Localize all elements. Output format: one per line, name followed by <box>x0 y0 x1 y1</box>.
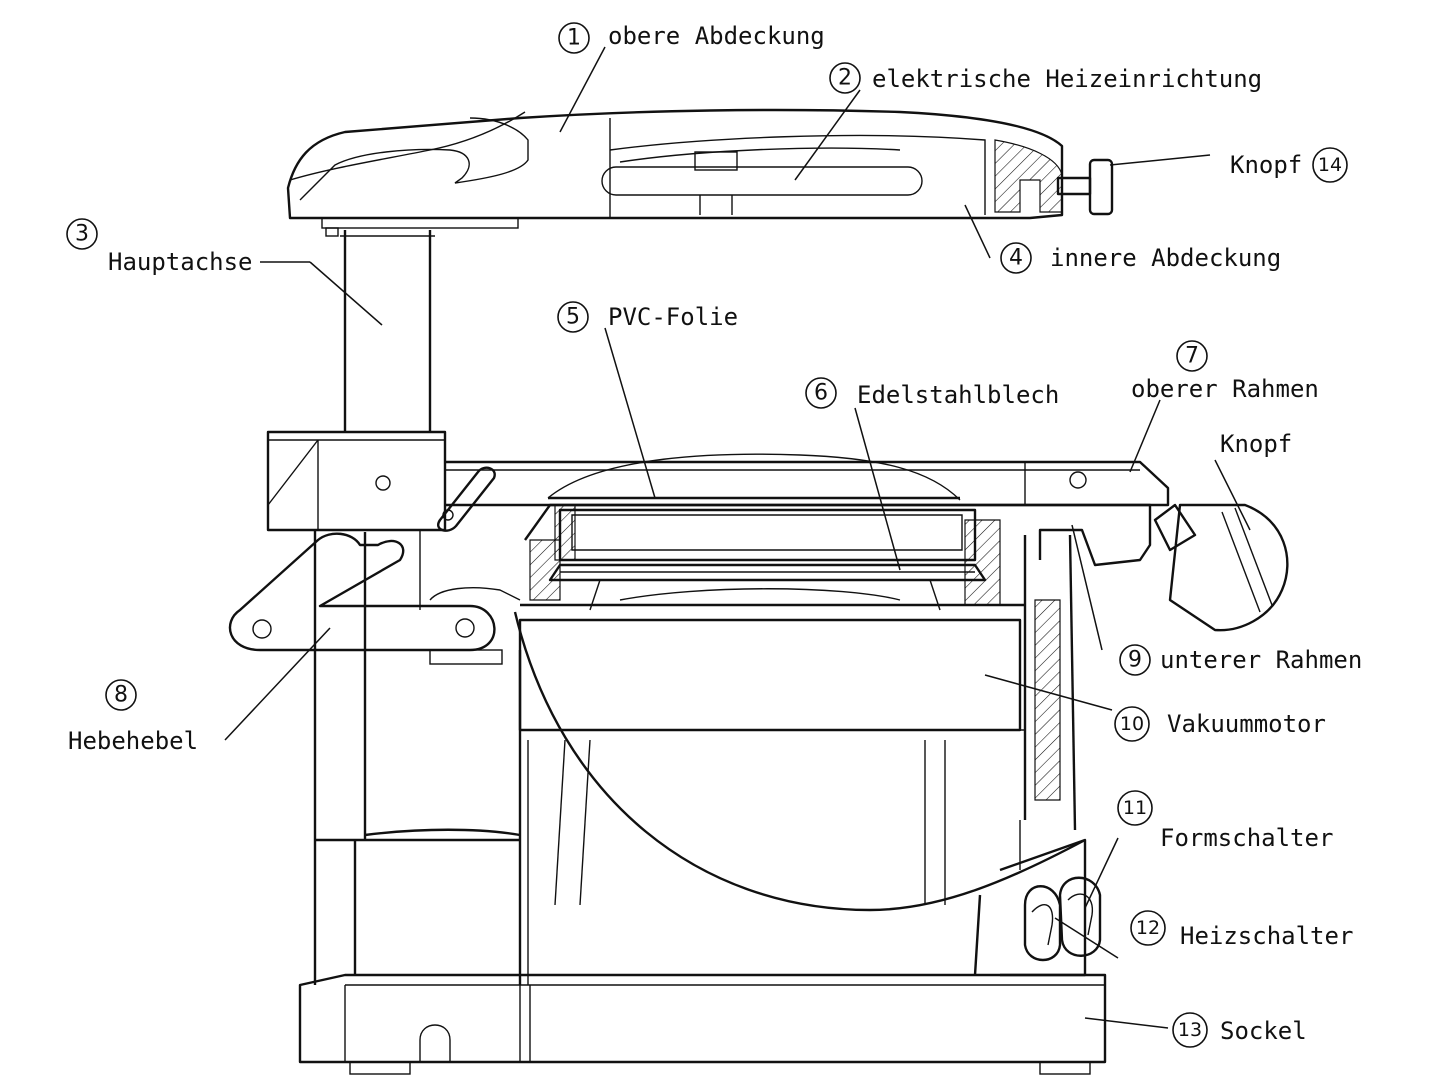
number-12: 12 <box>1136 917 1160 939</box>
text-hebehebel: Hebehebel <box>68 727 198 755</box>
base-shape <box>298 973 1107 1075</box>
frame-assembly <box>266 430 1289 632</box>
label-oberer-rahmen: 7 oberer Rahmen <box>1131 340 1319 403</box>
number-6: 6 <box>814 381 828 406</box>
number-4: 4 <box>1009 246 1023 271</box>
label-pvc-folie: 5 PVC-Folie <box>557 301 738 333</box>
main-axis-shape <box>340 230 435 432</box>
text-obere-abdeckung: obere Abdeckung <box>608 22 825 50</box>
text-unterer-rahmen: unterer Rahmen <box>1160 646 1362 674</box>
label-innere-abdeckung: 4 innere Abdeckung <box>1000 242 1281 274</box>
text-elektrische-heizeinrichtung: elektrische Heizeinrichtung <box>872 65 1262 93</box>
machine-drawing <box>228 108 1289 1075</box>
label-heizschalter: 12 Heizschalter <box>1130 910 1353 950</box>
text-knopf-oben: Knopf <box>1230 151 1302 179</box>
text-knopf-rahmen: Knopf <box>1220 430 1292 458</box>
number-9: 9 <box>1128 648 1142 673</box>
number-14: 14 <box>1318 154 1342 176</box>
number-3: 3 <box>75 222 89 247</box>
number-13: 13 <box>1178 1019 1202 1041</box>
number-2: 2 <box>838 66 852 91</box>
label-hebehebel: 8 Hebehebel <box>68 679 198 755</box>
label-knopf-oben: 14 Knopf <box>1230 147 1348 183</box>
number-11: 11 <box>1123 797 1147 819</box>
top-cover-shape <box>286 108 1114 237</box>
frame-knob-shape <box>1153 503 1289 632</box>
text-formschalter: Formschalter <box>1160 824 1333 852</box>
number-10: 10 <box>1120 713 1144 735</box>
label-edelstahlblech: 6 Edelstahlblech <box>805 377 1059 409</box>
label-sockel: 13 Sockel <box>1172 1012 1307 1048</box>
text-pvc-folie: PVC-Folie <box>608 303 738 331</box>
label-knopf-rahmen: Knopf <box>1220 430 1292 458</box>
label-elektrische-heizeinrichtung: 2 elektrische Heizeinrichtung <box>829 62 1262 94</box>
number-7: 7 <box>1185 344 1199 369</box>
label-formschalter: 11 Formschalter <box>1117 790 1333 852</box>
label-obere-abdeckung: 1 obere Abdeckung <box>558 22 825 54</box>
number-5: 5 <box>566 305 580 330</box>
lifting-lever-shape <box>228 532 521 665</box>
text-edelstahlblech: Edelstahlblech <box>857 381 1059 409</box>
text-vakuummotor: Vakuummotor <box>1167 710 1326 738</box>
text-heizschalter: Heizschalter <box>1180 922 1353 950</box>
text-innere-abdeckung: innere Abdeckung <box>1050 244 1281 272</box>
text-hauptachse: Hauptachse <box>108 248 253 276</box>
text-sockel: Sockel <box>1220 1017 1307 1045</box>
number-8: 8 <box>114 683 128 708</box>
label-unterer-rahmen: 9 unterer Rahmen <box>1119 644 1362 676</box>
leader-lines <box>224 46 1251 1029</box>
label-vakuummotor: 10 Vakuummotor <box>1114 706 1326 742</box>
text-oberer-rahmen: oberer Rahmen <box>1131 375 1319 403</box>
switches-shape <box>1023 876 1102 962</box>
number-1: 1 <box>567 26 581 51</box>
label-hauptachse: 3 Hauptachse <box>66 218 253 276</box>
